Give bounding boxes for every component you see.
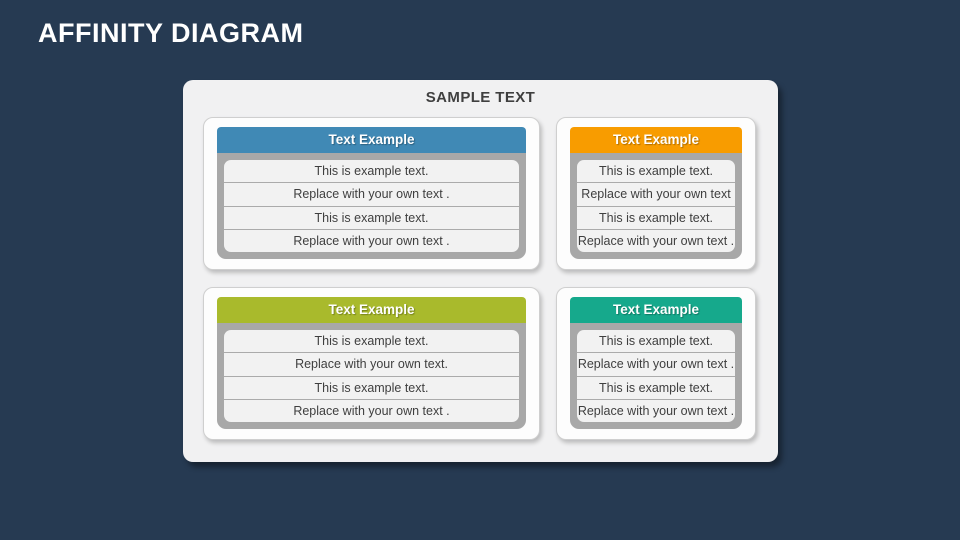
card-row: This is example text. — [577, 205, 735, 229]
affinity-panel: SAMPLE TEXT Text Example This is example… — [183, 80, 778, 462]
card-row: Replace with your own text. — [224, 352, 519, 375]
card-row-list: This is example text. Replace with your … — [577, 330, 735, 422]
card-body-frame: This is example text. Replace with your … — [570, 153, 742, 259]
card-body-frame: This is example text. Replace with your … — [570, 323, 742, 429]
card-row-list: This is example text. Replace with your … — [224, 330, 519, 422]
panel-heading: SAMPLE TEXT — [425, 89, 536, 106]
card-body-frame: This is example text. Replace with your … — [217, 153, 526, 259]
card-row: This is example text. — [314, 334, 429, 349]
affinity-card-top-right: Text Example This is example text. Repla… — [556, 117, 756, 270]
card-row: This is example text. — [599, 164, 713, 179]
card-row: This is example text. — [599, 334, 713, 349]
card-row: Replace with your own text . — [577, 352, 735, 375]
card-row: Replace with your own text — [577, 182, 735, 205]
card-row-list: This is example text. Replace with your … — [224, 160, 519, 252]
affinity-card-bottom-left: Text Example This is example text. Repla… — [203, 287, 540, 440]
card-row: This is example text. — [224, 205, 519, 229]
card-header: Text Example — [217, 127, 526, 153]
affinity-card-bottom-right: Text Example This is example text. Repla… — [556, 287, 756, 440]
card-header: Text Example — [570, 127, 742, 153]
card-row: This is example text. — [314, 164, 429, 179]
slide-title: AFFINITY DIAGRAM — [38, 18, 304, 48]
card-header: Text Example — [217, 297, 526, 323]
card-row: Replace with your own text . — [224, 182, 519, 205]
card-header: Text Example — [570, 297, 742, 323]
card-row: This is example text. — [224, 375, 519, 399]
card-row: Replace with your own text . — [224, 398, 519, 422]
card-row: This is example text. — [577, 375, 735, 399]
card-row: Replace with your own text . — [577, 228, 735, 252]
affinity-card-top-left: Text Example This is example text. Repla… — [203, 117, 540, 270]
card-body-frame: This is example text. Replace with your … — [217, 323, 526, 429]
card-row: Replace with your own text . — [224, 228, 519, 252]
card-row-list: This is example text. Replace with your … — [577, 160, 735, 252]
card-row: Replace with your own text . — [577, 398, 735, 422]
